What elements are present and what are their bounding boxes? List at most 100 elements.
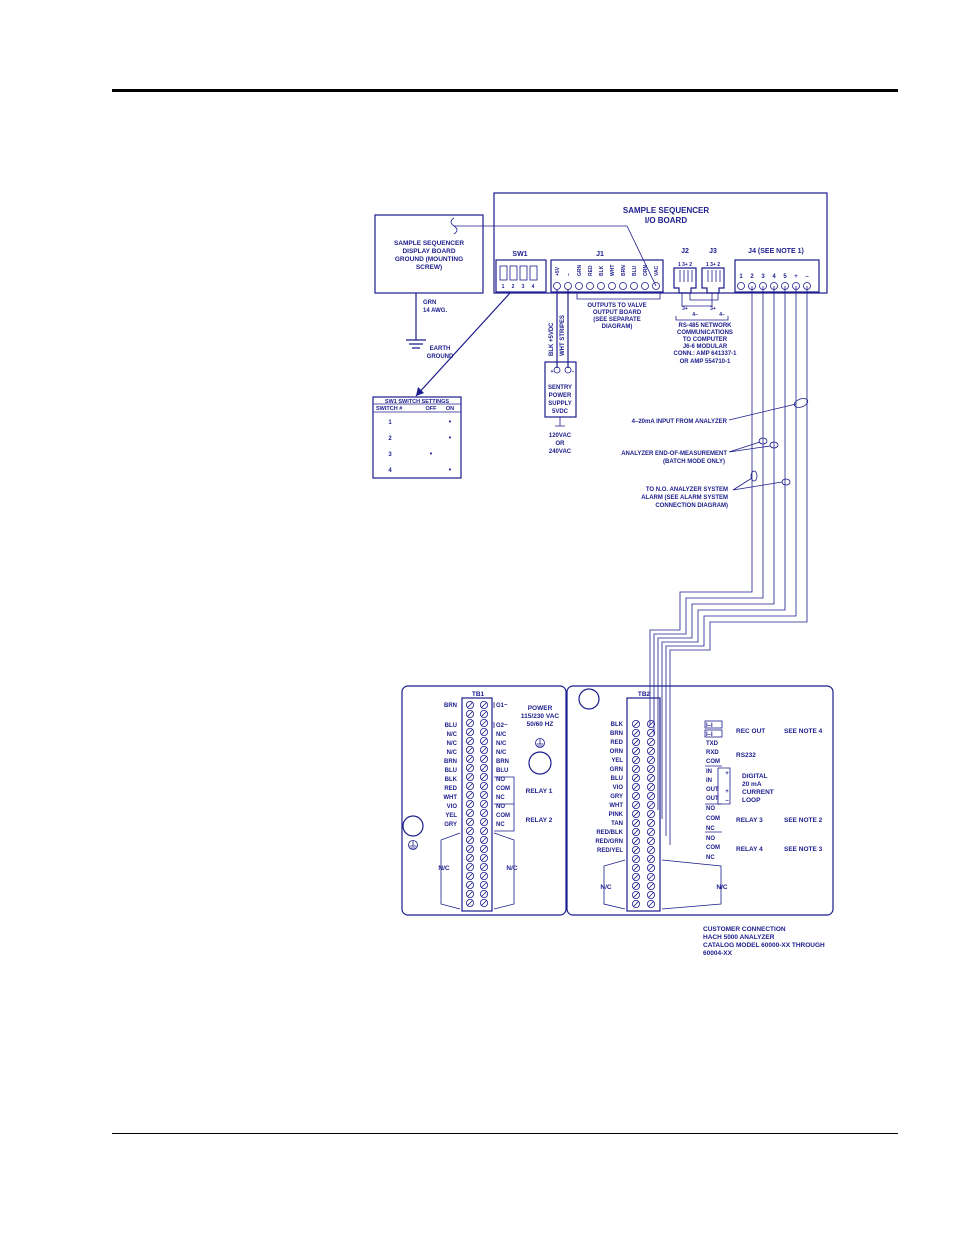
terminal-screw-slot: [633, 901, 639, 907]
tb1-right-label: N/C: [496, 750, 507, 756]
tb2-left-labels: BLK BRN RED ORN YEL GRN BLU VIO GRY WHT …: [595, 722, 623, 854]
note-4-20ma: 4–20mA INPUT FROM ANALYZER: [632, 419, 728, 425]
sw1-table-row-2-switch: 2: [388, 436, 392, 442]
tb1-knockout-hole-left: [402, 815, 424, 837]
terminal-screw: [632, 756, 641, 765]
tb1-left-label: N/C: [447, 750, 458, 756]
terminal-screw-slot: [481, 702, 487, 708]
terminal-screw-slot: [648, 766, 654, 772]
analyzer-notes: 4–20mA INPUT FROM ANALYZER ANALYZER END-…: [621, 398, 809, 509]
terminal-screw: [465, 764, 474, 773]
terminal-screw-slot: [648, 802, 654, 808]
j1-note-3: (SEE SEPARATE: [593, 317, 640, 323]
tb1-nc-left: N/C: [438, 865, 450, 872]
tb1-panel: TB1 BRN BLU N/C N/C N/C BRN BLU BLK RED …: [401, 685, 567, 916]
tb2-note-2: SEE NOTE 2: [784, 817, 823, 824]
tb2-right-labels: I–I I–I TXD RXD COM IN IN OUT OUT NO COM…: [704, 720, 723, 861]
terminal-screw: [479, 755, 488, 764]
tb1-right-label: N/C: [496, 741, 507, 747]
sw1-table-row-2-on: •: [449, 435, 452, 442]
terminal-screw-slot: [633, 757, 639, 763]
terminal-screw-slot: [467, 900, 473, 906]
terminal-screw-slot: [481, 891, 487, 897]
footer-rule: [112, 1133, 898, 1134]
j2-mark-b: 4–: [692, 312, 698, 318]
tb1-label: TB1: [472, 691, 485, 698]
terminal-screw-slot: [633, 784, 639, 790]
tb2-left-label: RED/YEL: [597, 848, 623, 854]
tb2-digital-3: CURRENT: [742, 789, 774, 796]
tb1-right-label: COM: [496, 813, 510, 819]
terminal-screw: [465, 710, 474, 719]
ps-wire-1: BLK +5VDC: [549, 322, 555, 356]
terminal-screw-slot: [481, 747, 487, 753]
terminal-screw: [465, 863, 474, 872]
terminal-screw: [479, 863, 488, 872]
terminal-screw: [647, 801, 656, 810]
tb2-left-label: VIO: [613, 785, 624, 791]
terminal-screw: [465, 746, 474, 755]
terminal-screw: [479, 782, 488, 791]
terminal-screw-slot: [467, 729, 473, 735]
tb1-right-label: NO: [496, 777, 505, 783]
tb2-right-label: COM: [706, 845, 720, 851]
rs485-line-5: CONN.: AMP 641337-1: [673, 351, 737, 357]
terminal-screw-slot: [467, 720, 473, 726]
display-board-line-2: DISPLAY BOARD: [402, 248, 455, 255]
terminal-screw-slot: [648, 874, 654, 880]
tb2-right-label: TXD: [706, 741, 719, 747]
terminal-screw: [479, 818, 488, 827]
terminal-screw-slot: [467, 882, 473, 888]
terminal-screw: [647, 738, 656, 747]
terminal-screw: [647, 882, 656, 891]
terminal-screw: [632, 819, 641, 828]
tb1-right-label: G2~: [496, 723, 508, 729]
j4-pin-4: 4: [772, 274, 776, 280]
j1-pin-label: –: [566, 273, 572, 276]
tb2-right-label: NO: [706, 806, 715, 812]
tb2-right-label: IN: [706, 769, 712, 775]
terminal-screw-slot: [481, 837, 487, 843]
j2-label: J2: [681, 248, 689, 255]
tb1-left-label: GRY: [444, 822, 457, 828]
tb2-right-label: I–I: [706, 732, 713, 738]
terminal-screw: [632, 792, 641, 801]
terminal-screw: [465, 890, 474, 899]
arrow-head-icon: [416, 387, 424, 396]
terminal-screw-slot: [648, 721, 654, 727]
terminal-screw: [632, 828, 641, 837]
terminal-screw-slot: [633, 802, 639, 808]
sw1-table-row-1-on: •: [449, 419, 452, 426]
terminal-screw-slot: [648, 820, 654, 826]
terminal-screw-slot: [481, 720, 487, 726]
terminal-screw: [647, 819, 656, 828]
terminal-screw: [647, 756, 656, 765]
terminal-screw: [647, 810, 656, 819]
terminal-screw-slot: [481, 900, 487, 906]
display-board: SAMPLE SEQUENCER DISPLAY BOARD GROUND (M…: [374, 214, 657, 360]
terminal-screw-slot: [467, 846, 473, 852]
terminal-screw-slot: [633, 730, 639, 736]
j4-pin-2: 2: [750, 274, 754, 280]
terminal-screw: [632, 765, 641, 774]
sw1-table-row-4-switch: 4: [388, 468, 392, 474]
tb1-left-label: RED: [444, 786, 457, 792]
tb2-left-label: YEL: [611, 758, 623, 764]
terminal-screw-slot: [481, 810, 487, 816]
tb2-screws: [632, 720, 656, 909]
terminal-screw-slot: [633, 856, 639, 862]
terminal-screw-slot: [467, 765, 473, 771]
terminal-screw: [632, 738, 641, 747]
terminal-screw-slot: [467, 855, 473, 861]
earth-ground-line-2: GROUND: [427, 354, 454, 360]
terminal-screw: [647, 828, 656, 837]
terminal-screw-slot: [481, 774, 487, 780]
terminal-screw-slot: [648, 829, 654, 835]
sw1-pin-1: 1: [502, 284, 505, 290]
terminal-screw: [465, 755, 474, 764]
terminal-screw-slot: [467, 801, 473, 807]
tb2-left-label: RED/BLK: [596, 830, 623, 836]
terminal-screw-slot: [633, 874, 639, 880]
terminal-screw-slot: [633, 748, 639, 754]
terminal-screw: [632, 846, 641, 855]
